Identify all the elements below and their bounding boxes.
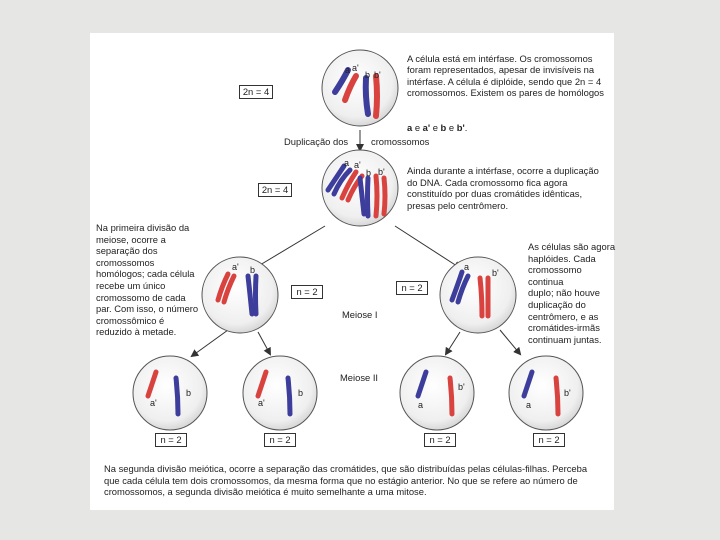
pair-a-prime: a' — [423, 122, 430, 133]
label-a: a — [464, 262, 469, 272]
pair-end: . — [465, 122, 468, 133]
label-b: b — [366, 168, 371, 178]
intro-pairs: a e a' e b e b'. — [407, 122, 467, 133]
ploidy-box-final-4: n = 2 — [533, 433, 565, 447]
label-b-prime: b' — [492, 268, 499, 278]
duplication-label-right: cromossomos — [371, 136, 429, 147]
cell-diploid: a a' b b' — [322, 50, 398, 126]
meiose-2-label: Meiose II — [340, 372, 378, 383]
ploidy-box-final-2: n = 2 — [264, 433, 296, 447]
arrow-rr — [500, 330, 520, 354]
cell-final-1: b a' — [133, 356, 207, 430]
label-b: b — [365, 70, 370, 80]
haploid-text: As células são agora haplóides. Cada cro… — [528, 241, 618, 345]
label-a-prime: a' — [232, 262, 239, 272]
cell-duplicated: a a' b b' — [322, 150, 398, 226]
label-b-prime: b' — [378, 167, 385, 177]
duplication-label-left: Duplicação dos — [284, 136, 348, 147]
ploidy-box-meiose1-right: n = 2 — [396, 281, 428, 295]
arrow-to-right — [395, 226, 460, 268]
duplication-text: Ainda durante a intérfase, ocorre a dupl… — [407, 165, 612, 211]
cell-final-4: a b' — [509, 356, 583, 430]
label-a: a — [526, 400, 531, 410]
meiose-1-label: Meiose I — [342, 309, 377, 320]
label-b-prime: b' — [564, 388, 571, 398]
second-division-text: Na segunda divisão meiótica, ocorre a se… — [104, 463, 614, 498]
arrow-to-left — [255, 226, 325, 268]
ploidy-box-diploid: 2n = 4 — [239, 85, 273, 99]
arrow-rl — [446, 332, 460, 354]
pair-sep-3: e — [446, 122, 456, 133]
chromosome-b — [366, 78, 368, 114]
label-a: a — [345, 65, 350, 75]
intro-text: A célula está em intérfase. Os cromossom… — [407, 41, 612, 145]
label-a-prime: a' — [258, 398, 265, 408]
ploidy-box-final-1: n = 2 — [155, 433, 187, 447]
chromosome-b-prime — [376, 76, 377, 116]
pair-b-prime: b' — [457, 122, 465, 133]
cell-meiose1-left: a' b — [202, 257, 278, 333]
label-a-prime: a' — [150, 398, 157, 408]
cell-final-3: b' a — [400, 356, 474, 430]
label-a-prime: a' — [352, 63, 359, 73]
pair-sep-2: e — [430, 122, 440, 133]
intro-body: A célula está em intérfase. Os cromossom… — [407, 53, 604, 99]
first-division-text: Na primeira divisão da meiose, ocorre a … — [96, 222, 206, 338]
ploidy-box-final-3: n = 2 — [424, 433, 456, 447]
ploidy-box-meiose1-left: n = 2 — [291, 285, 323, 299]
pair-sep-1: e — [412, 122, 422, 133]
cell-final-2: a' b — [243, 356, 317, 430]
label-a: a — [344, 158, 349, 168]
ploidy-box-duplicated: 2n = 4 — [258, 183, 292, 197]
label-b: b — [298, 388, 303, 398]
label-a: a — [418, 400, 423, 410]
cell-meiose1-right: a b' — [440, 257, 516, 333]
label-b-prime: b' — [458, 382, 465, 392]
label-b: b — [186, 388, 191, 398]
label-a-prime: a' — [354, 160, 361, 170]
label-b: b — [250, 265, 255, 275]
label-b-prime: b' — [374, 70, 381, 80]
arrow-lr — [258, 332, 270, 354]
